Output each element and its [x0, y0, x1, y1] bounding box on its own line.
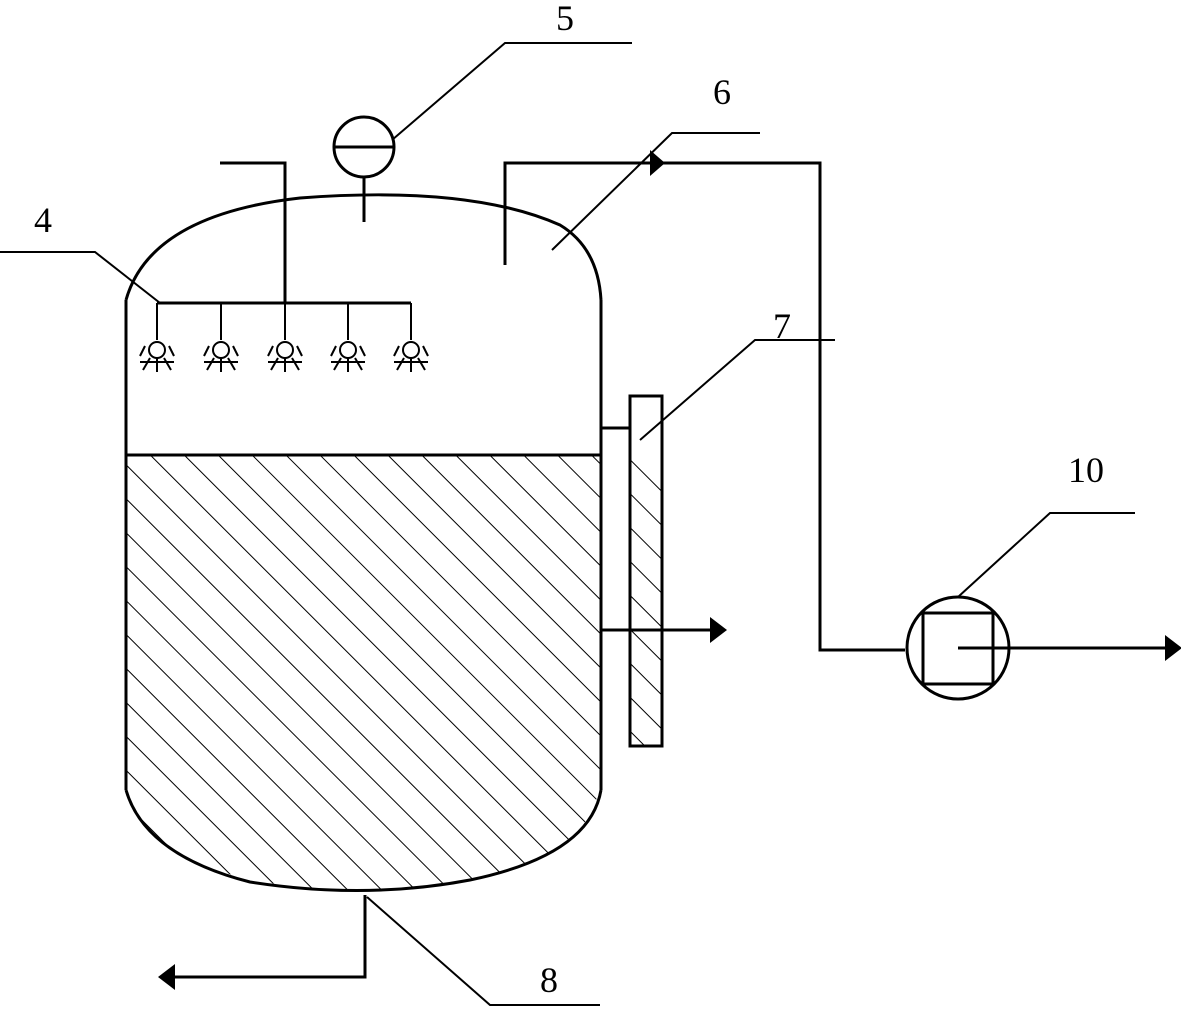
label-6: 6 [713, 72, 731, 112]
gas-outlet-pipe [503, 150, 905, 652]
arrow-right-icon [650, 150, 665, 176]
arrow-left-icon [158, 964, 175, 990]
vessel [124, 193, 603, 893]
arrow-right-icon [1165, 635, 1181, 661]
spray-nozzle-icon [393, 303, 429, 372]
label-8: 8 [540, 960, 558, 1000]
pump-icon [905, 595, 1181, 701]
liquid-region [126, 453, 601, 890]
arrow-right-icon [710, 617, 727, 643]
spray-nozzle-icon [267, 303, 303, 372]
leader-lines [0, 42, 1135, 1006]
label-10: 10 [1068, 450, 1104, 490]
bottom-outlet [158, 895, 367, 990]
label-4: 4 [34, 200, 52, 240]
label-7: 7 [773, 306, 791, 346]
spray-nozzle-icon [330, 303, 366, 372]
pressure-gauge-icon [332, 115, 396, 222]
spray-nozzle-icon [139, 303, 175, 372]
side-filter [601, 394, 727, 748]
spray-nozzle-icon [203, 303, 239, 372]
spray-header [139, 161, 429, 372]
label-5: 5 [556, 0, 574, 38]
